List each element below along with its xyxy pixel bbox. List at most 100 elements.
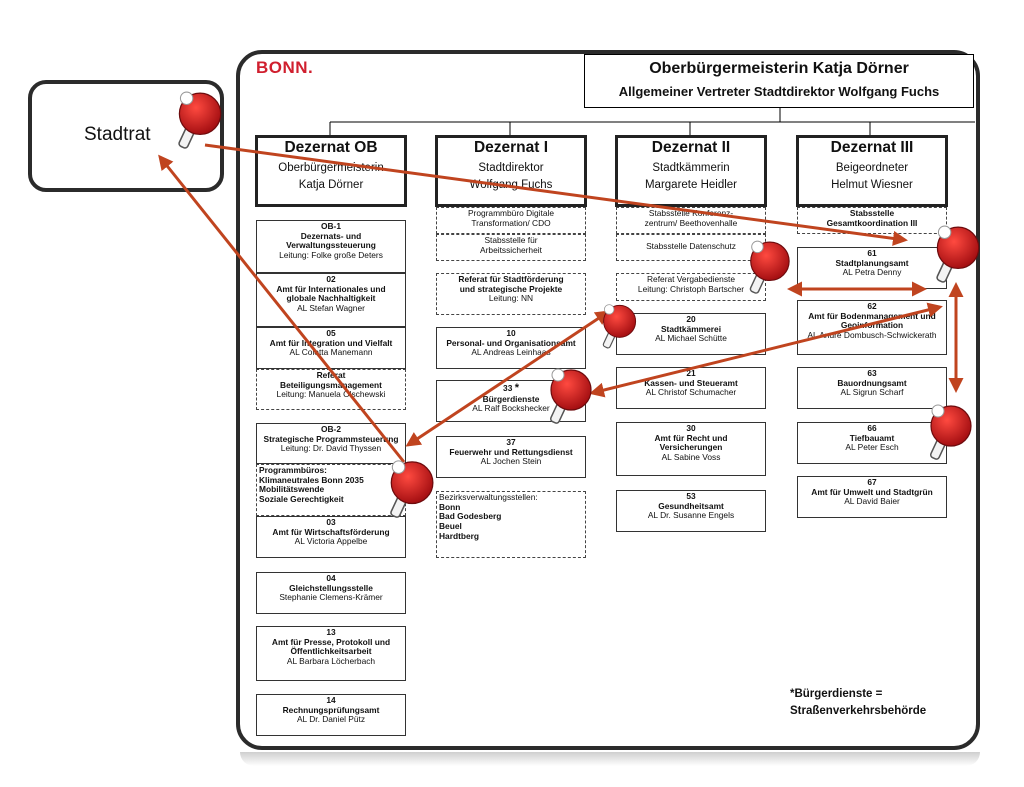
unit-programmbuero-digital: Programmbüro Digitale Transformation/ CD…: [436, 207, 586, 234]
unit-13-line1: Amt für Presse, Protokoll und: [271, 636, 391, 647]
paddle-icon: [928, 404, 972, 461]
footnote-line1: *Bürgerdienste =: [790, 688, 883, 700]
paddle-icon: [389, 460, 434, 519]
unit-ob2: OB-2 Strategische Programmsteuerung Leit…: [256, 423, 406, 464]
skz-line2: zentrum/ Beethovenhalle: [644, 217, 738, 228]
unit-ob1: OB-1 Dezernats- und Verwaltungssteuerung…: [256, 220, 406, 273]
skz-line1: Stabsstelle Konferenz-: [648, 208, 734, 218]
dezernat-2-name: Margarete Heidler: [644, 179, 738, 191]
unit-02-line1: Amt für Internationales und: [276, 283, 386, 294]
dezernat-3-title: Dezernat III: [830, 139, 914, 156]
footnote-line2: Straßenverkehrsbehörde: [790, 704, 927, 717]
unit-ob1-code: OB-1: [320, 221, 341, 231]
mayor-header: Oberbürgermeisterin Katja Dörner Allgeme…: [584, 54, 974, 108]
dezernat-2-role: Stadtkämmerin: [652, 162, 730, 174]
unit-67-lead: AL David Baier: [844, 496, 900, 507]
sds-line1: Stabsstelle Datenschutz: [646, 241, 736, 251]
unit-03: 03 Amt für Wirtschaftsförderung AL Victo…: [256, 516, 406, 558]
unit-05-lead: AL Coletta Manemann: [289, 347, 373, 358]
unit-66-code: 66: [867, 423, 877, 433]
unit-05-code: 05: [326, 328, 336, 338]
unit-61-code: 61: [867, 248, 877, 258]
bez-item: Beuel: [439, 520, 462, 531]
unit-bezirksverwaltung: Bezirksverwaltungsstellen: Bonn Bad Gode…: [436, 491, 586, 558]
unit-programmbueros: Programmbüros: Klimaneutrales Bonn 2035 …: [256, 464, 406, 516]
bez-head: Bezirksverwaltungsstellen:: [439, 492, 538, 502]
dezernat-3-role: Beigeordneter: [835, 162, 909, 174]
unit-30-code: 30: [686, 423, 696, 433]
unit-03-line1: Amt für Wirtschaftsförderung: [272, 526, 390, 537]
unit-13-code: 13: [326, 627, 336, 637]
dezernat-2-title: Dezernat II: [651, 139, 731, 156]
unit-arbeitssicherheit: Stabsstelle für Arbeitssicherheit: [436, 234, 586, 261]
unit-02: 02 Amt für Internationales und globale N…: [256, 273, 406, 327]
dezernat-ob: Dezernat OB Oberbürgermeisterin Katja Dö…: [255, 135, 407, 207]
unit-13-lead: AL Barbara Löcherbach: [286, 655, 376, 666]
arrow-prog-stadtrat: [158, 154, 406, 463]
unit-02-line2: globale Nachhaltigkeit: [286, 293, 376, 304]
rvd-line1: Referat Vergabedienste: [647, 274, 735, 284]
dezernat-1-role: Stadtdirektor: [478, 162, 544, 174]
pbd-line2: Transformation/ CDO: [471, 217, 551, 228]
sgk-line2: Gesamtkoordination III: [826, 217, 918, 228]
unit-referat-vergabe: Referat Vergabedienste Leitung: Christop…: [616, 273, 766, 301]
unit-14: 14 Rechnungsprüfungsamt AL Dr. Daniel Pü…: [256, 694, 406, 736]
prog-head: Programmbüros:: [259, 465, 327, 475]
arrow-33-62: [589, 302, 943, 398]
unit-stabsstelle-koordination: Stabsstelle Gesamtkoordination III: [797, 207, 947, 234]
rsf-line1: Referat für Stadtförderung: [458, 274, 564, 284]
unit-04-line1: Gleichstellungsstelle: [289, 582, 373, 593]
asi-line2: Arbeitssicherheit: [480, 244, 542, 255]
prog-item: Klimaneutrales Bonn 2035: [259, 474, 364, 485]
rsf-lead: Leitung: NN: [488, 293, 534, 304]
unit-referat-beteiligung: Referat Beteiligungsmanagement Leitung: …: [256, 369, 406, 410]
rvd-lead: Leitung: Christoph Bartscher: [637, 283, 745, 294]
paddle-icon: [601, 303, 637, 350]
unit-05-line1: Amt für Integration und Vielfalt: [269, 337, 393, 348]
unit-02-lead: AL Stefan Wagner: [297, 302, 365, 313]
unit-ob1-lead: Leitung: Folke große Deters: [279, 249, 383, 260]
unit-61-line1: Stadtplanungsamt: [835, 257, 909, 268]
mayor-title: Oberbürgermeisterin Katja Dörner: [649, 60, 909, 77]
unit-30: 30 Amt für Recht und Versicherungen AL S…: [616, 422, 766, 476]
dezernat-ob-name: Katja Dörner: [298, 179, 364, 191]
unit-03-lead: AL Victoria Appelbe: [294, 536, 368, 547]
sgk-line1: Stabsstelle: [849, 208, 895, 218]
unit-53-code: 53: [686, 491, 696, 501]
unit-ob2-line1: Strategische Programmsteuerung: [263, 433, 399, 444]
paddle-icon: [935, 225, 980, 284]
unit-14-line1: Rechnungsprüfungsamt: [282, 704, 380, 715]
paddle-icon: [548, 368, 592, 425]
unit-30-line1: Amt für Recht und: [654, 432, 728, 443]
unit-14-code: 14: [326, 695, 336, 705]
paddle-icon: [177, 91, 222, 150]
unit-67: 67 Amt für Umwelt und Stadtgrün AL David…: [797, 476, 947, 518]
unit-ob1-line2: Verwaltungssteuerung: [286, 240, 376, 251]
arrow-stadtrat-d3: [204, 143, 908, 246]
unit-66-lead: AL Peter Esch: [845, 442, 899, 453]
pbd-line1: Programmbüro Digitale: [467, 208, 555, 218]
unit-13-line2: Öffentlichkeitsarbeit: [290, 646, 372, 657]
footnote: *Bürgerdienste = Straßenverkehrsbehörde: [790, 686, 926, 719]
unit-referat-stadtfoerderung: Referat für Stadtförderung und strategis…: [436, 273, 586, 315]
unit-stabsstelle-datenschutz: Stabsstelle Datenschutz: [616, 234, 766, 261]
unit-66-line1: Tiefbauamt: [849, 432, 895, 443]
dezernat-3: Dezernat III Beigeordneter Helmut Wiesne…: [796, 135, 948, 207]
dezernat-1-title: Dezernat I: [473, 139, 549, 156]
unit-ob1-line1: Dezernats- und: [300, 230, 362, 241]
unit-30-line2: Versicherungen: [659, 442, 723, 453]
unit-04-lead: Stephanie Clemens-Krämer: [279, 592, 383, 603]
unit-67-code: 67: [867, 477, 877, 487]
arrow-ob2-ref-vergabe: [405, 310, 611, 447]
dezernat-3-name: Helmut Wiesner: [831, 179, 913, 191]
unit-13: 13 Amt für Presse, Protokoll und Öffentl…: [256, 626, 406, 681]
unit-67-line1: Amt für Umwelt und Stadtgrün: [811, 486, 933, 497]
bez-item: Hardtberg: [439, 530, 480, 541]
unit-37-lead: AL Jochen Stein: [480, 456, 542, 467]
rsf-line2: und strategische Projekte: [459, 283, 563, 294]
unit-02-code: 02: [326, 274, 336, 284]
unit-37-line1: Feuerwehr und Rettungsdienst: [449, 446, 573, 457]
unit-03-code: 03: [326, 517, 336, 527]
